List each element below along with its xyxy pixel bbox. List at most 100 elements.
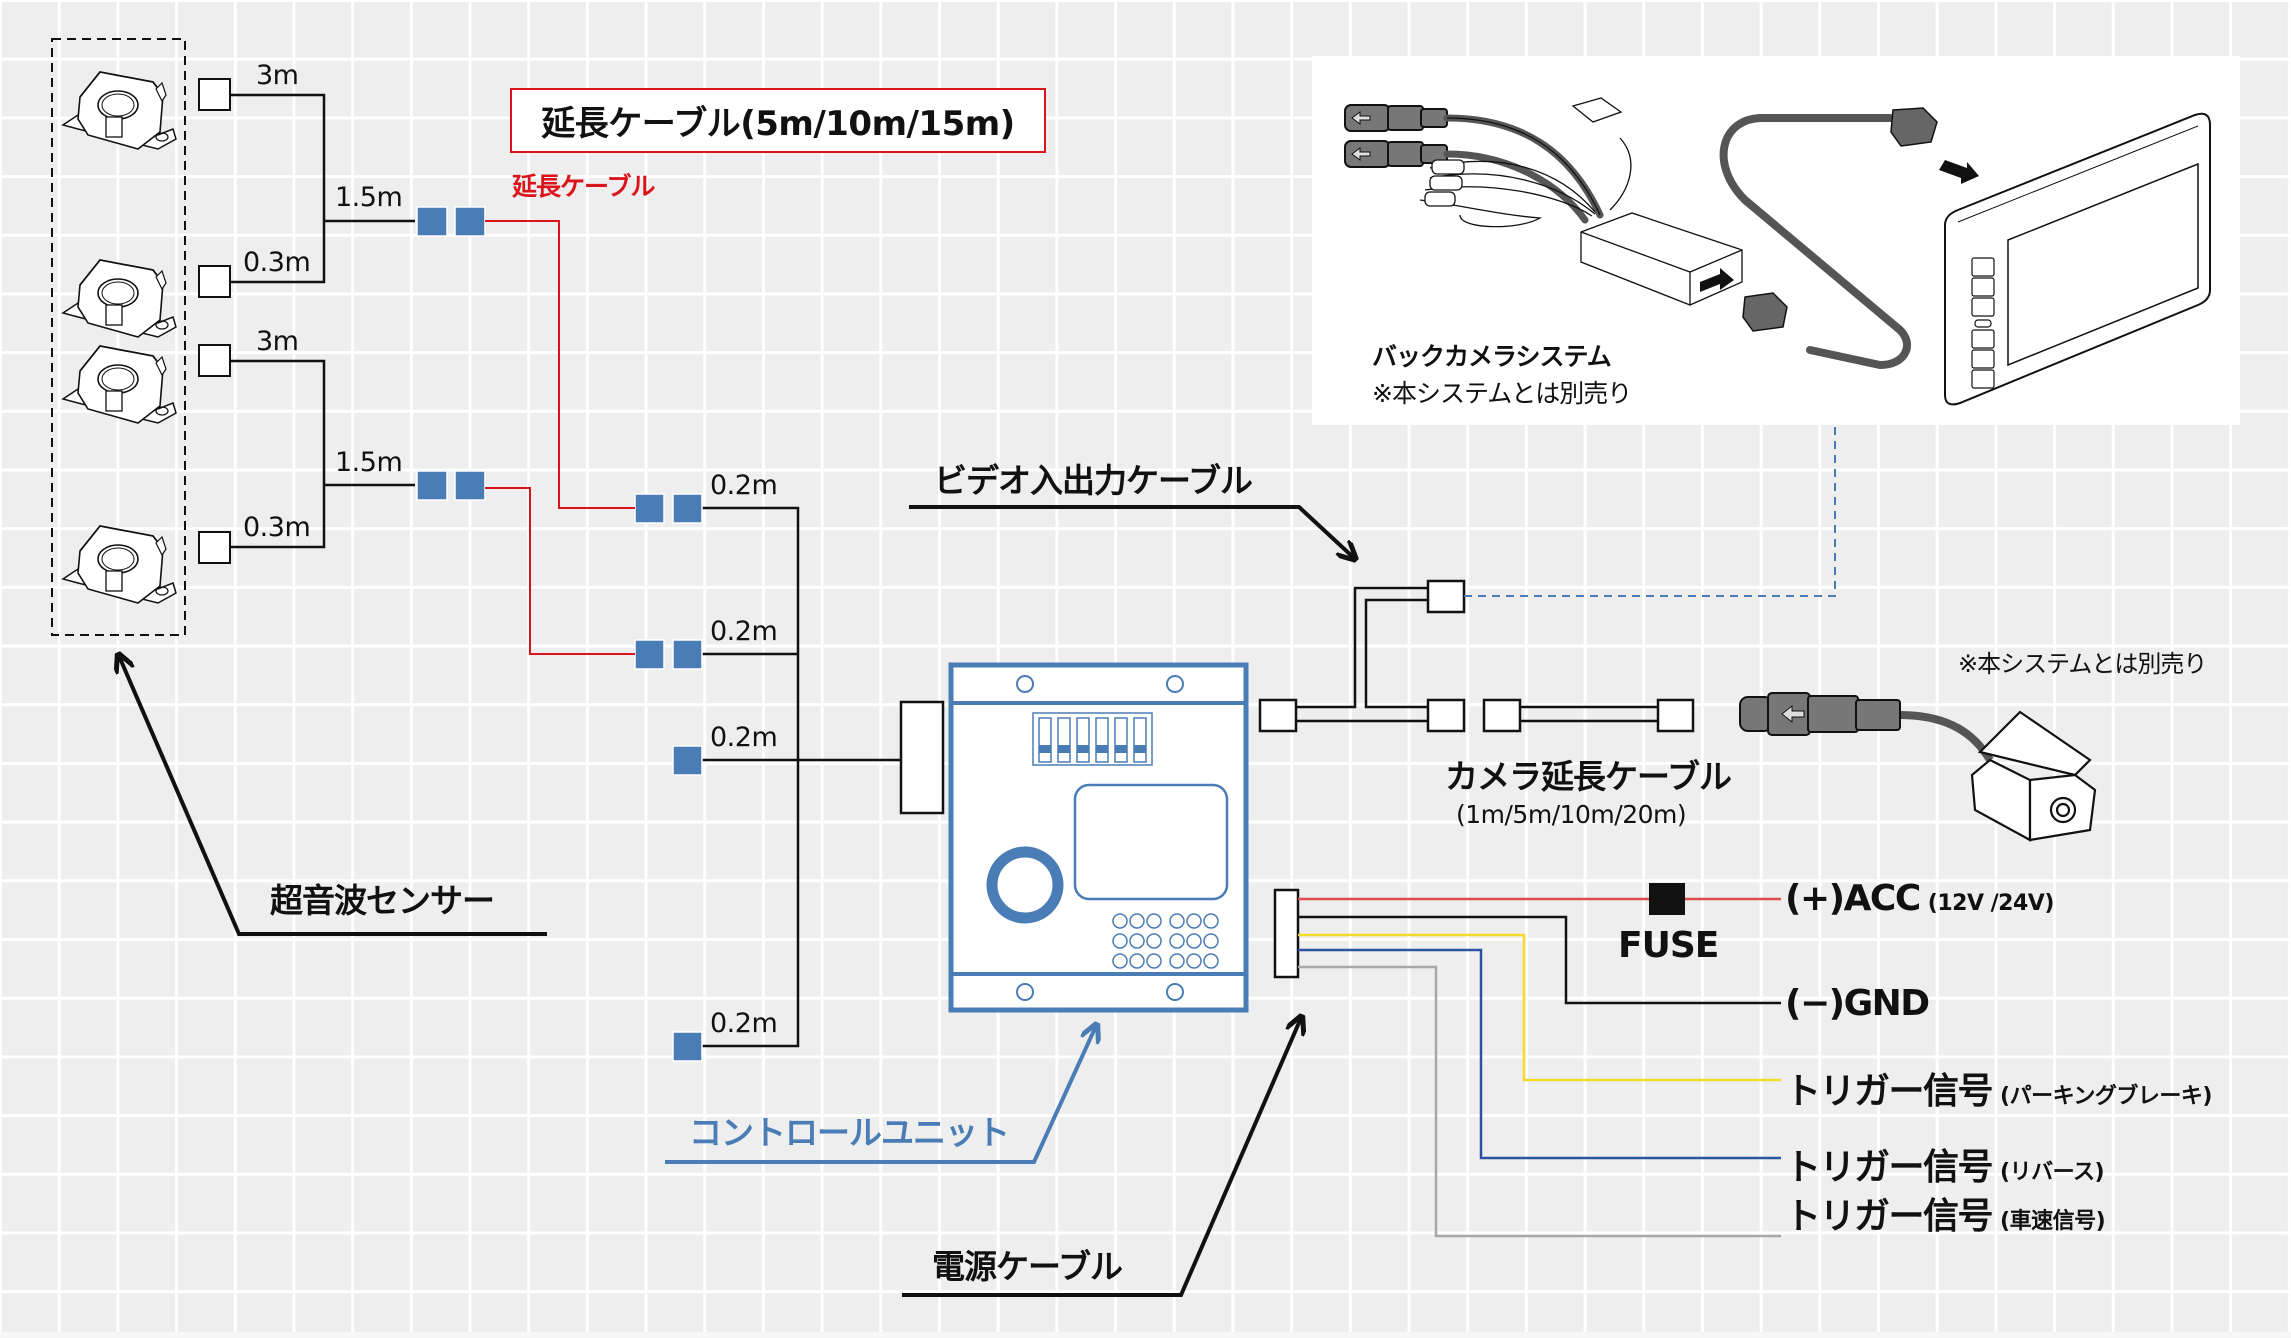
dip-switch-knob [1058, 745, 1070, 753]
dip-switch-knob [1077, 745, 1089, 753]
rear-camera-illustration [1739, 692, 2097, 842]
dip-switch-toggle[interactable] [1095, 717, 1109, 763]
indicator-light [1169, 913, 1185, 929]
cable-length-label: 0.3m [243, 512, 311, 543]
extension-cable-title-box: 延長ケーブル(5m/10m/15m) [510, 88, 1046, 153]
mounting-hole [1016, 983, 1034, 1001]
dip-switch-knob [1134, 745, 1146, 753]
unit-callout-pointer [665, 1026, 1096, 1164]
video-in-connector [1426, 579, 1466, 614]
extension-cable-label: 延長ケーブル [512, 172, 656, 201]
blue-connector [672, 493, 703, 524]
blue-connector [672, 639, 703, 670]
output-gnd: (−)GND [1785, 983, 1930, 1024]
output-main-label: トリガー信号 [1785, 1196, 1994, 1237]
video-cable-branch-outer [1296, 586, 1428, 709]
dip-switch-toggle[interactable] [1076, 717, 1090, 763]
output-main-label: トリガー信号 [1785, 1147, 1994, 1188]
ultrasonic-sensor-icon [62, 345, 177, 424]
extension-cable-title: 延長ケーブル(5m/10m/15m) [541, 104, 1015, 144]
dip-switch-knob [1096, 745, 1108, 753]
dial-knob[interactable] [986, 846, 1064, 924]
dip-switch-knob [1115, 745, 1127, 753]
ultrasonic-sensor-icon [62, 71, 177, 150]
output-acc: (+)ACC (12V /24V) [1785, 878, 2054, 919]
video-out-connector [1258, 698, 1298, 733]
dip-switch-toggle[interactable] [1057, 717, 1071, 763]
extension-cable-2 [485, 487, 635, 655]
sensor-connector [198, 78, 231, 111]
video-callout-pointer [909, 505, 1354, 558]
output-trigger-parking: トリガー信号 (パーキングブレーキ) [1785, 1062, 2212, 1114]
camera-extension-connector [1656, 698, 1695, 733]
indicator-light [1186, 933, 1202, 949]
camera-extension-connector [1482, 698, 1522, 733]
cable-length-label: 3m [256, 60, 299, 91]
indicator-light [1112, 953, 1128, 969]
back-camera-harness-illustration [1344, 97, 2211, 406]
indicator-light [1203, 953, 1219, 969]
camera-extension-label: カメラ延長ケーブル [1445, 757, 1732, 796]
camera-sold-separately-note: ※本システムとは別売り [1958, 650, 2207, 678]
output-sub-label: (車速信号) [2000, 1209, 2106, 1234]
blue-connector [672, 745, 703, 776]
video-cable-branch-inner [1364, 598, 1428, 709]
indicator-light [1112, 913, 1128, 929]
ultrasonic-sensor-icon [62, 259, 177, 338]
output-sub-label: (パーキングブレーキ) [2000, 1084, 2212, 1109]
blue-connector [634, 639, 665, 670]
indicator-light [1146, 953, 1162, 969]
sensor-group-outline [51, 38, 186, 636]
fuse-icon [1649, 883, 1685, 915]
indicator-light [1186, 913, 1202, 929]
dip-switch-toggle[interactable] [1114, 717, 1128, 763]
trigger-reverse-wire [1298, 948, 1781, 1160]
monitor-plug-icon [1890, 107, 1938, 147]
blue-connector [454, 206, 486, 237]
monitor-icon [1944, 112, 2211, 406]
dip-switch-toggle[interactable] [1133, 717, 1147, 763]
cable-length-label: 1.5m [335, 447, 403, 478]
sensor-cable-group-2 [230, 359, 326, 549]
cable-length-label: 0.2m [710, 722, 778, 753]
indicator-light [1129, 933, 1145, 949]
back-camera-system-note: ※本システムとは別売り [1372, 379, 1632, 408]
indicator-light [1169, 953, 1185, 969]
indicator-light [1146, 933, 1162, 949]
blue-connector [416, 470, 448, 501]
mounting-hole [1166, 983, 1184, 1001]
back-camera-system-title: バックカメラシステム [1372, 342, 1612, 371]
power-callout-pointer [902, 1018, 1301, 1297]
sensor-connector [198, 344, 231, 377]
indicator-light [1129, 953, 1145, 969]
output-trigger-reverse: トリガー信号 (リバース) [1785, 1138, 2105, 1190]
dip-switch[interactable] [1032, 712, 1153, 766]
blue-connector [416, 206, 448, 237]
dip-switch-toggle[interactable] [1038, 717, 1052, 763]
control-unit [948, 662, 1249, 1013]
unit-plug-icon [1742, 292, 1788, 332]
output-main-label: トリガー信号 [1785, 1071, 1994, 1112]
bottom-margin [0, 1332, 2291, 1338]
indicator-light [1112, 933, 1128, 949]
sensor-cable-group-1 [230, 93, 326, 284]
sensor-callout-pointer [119, 656, 547, 936]
power-cable-callout-label: 電源ケーブル [932, 1247, 1123, 1286]
output-main-label: (−)GND [1785, 983, 1930, 1024]
input-bus [702, 506, 800, 1048]
gnd-wire [1298, 915, 1781, 1005]
mounting-hole [1166, 675, 1184, 693]
extension-cable-1 [485, 220, 635, 509]
cable-length-label: 1.5m [335, 182, 403, 213]
ultrasonic-sensor-icon [62, 525, 177, 604]
sensor-callout-label: 超音波センサー [270, 881, 495, 920]
mounting-hole [1016, 675, 1034, 693]
output-main-label: (+)ACC [1785, 878, 1921, 919]
sensor-connector [198, 265, 231, 298]
indicator-light [1203, 933, 1219, 949]
indicator-light [1129, 913, 1145, 929]
unit-input-connector [899, 700, 945, 815]
cable-length-label: 3m [256, 326, 299, 357]
display-window [1073, 783, 1229, 901]
blue-connector [634, 493, 665, 524]
